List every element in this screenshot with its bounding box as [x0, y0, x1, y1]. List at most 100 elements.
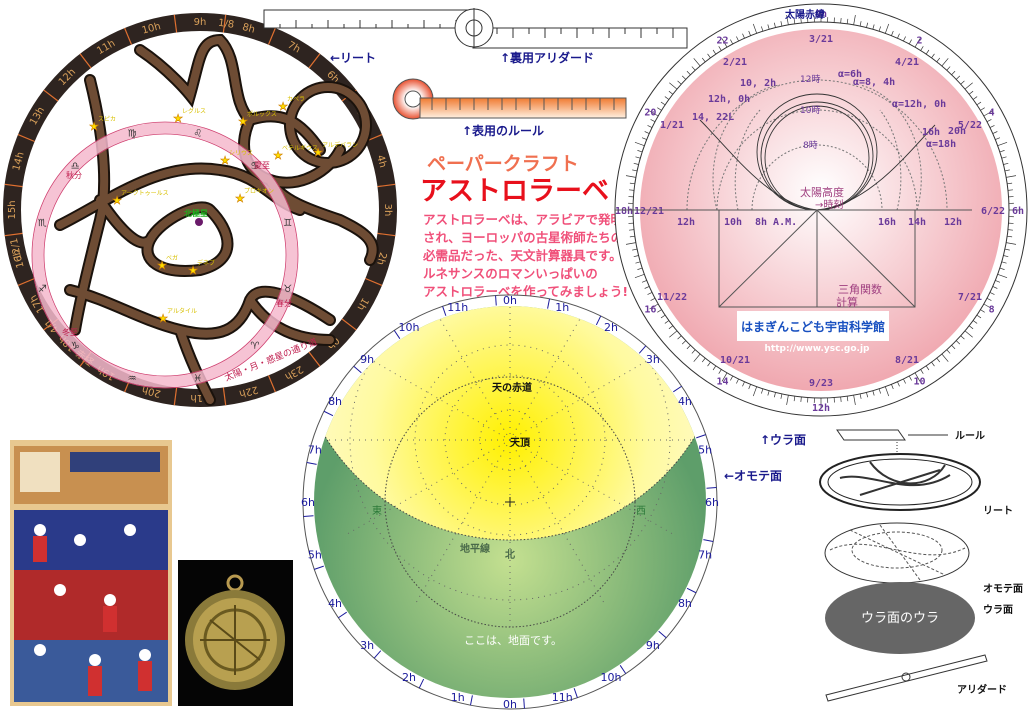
curve-label: 16h: [922, 127, 940, 138]
back-alidade[interactable]: [263, 8, 688, 49]
month-label: 10/21: [720, 355, 750, 366]
degree-tick: [657, 107, 662, 111]
degree-tick: [657, 309, 662, 313]
museum-url[interactable]: http://www.ysc.go.jp: [765, 344, 871, 354]
front-hour-tick: [470, 695, 473, 706]
zodiac-sign: ♌: [193, 128, 202, 139]
degree-tick: [866, 392, 869, 398]
degree-tick: [840, 18, 842, 24]
exploded-rule: [836, 429, 906, 441]
degree-tick: [983, 110, 993, 117]
zodiac-sign: ♏: [38, 218, 47, 229]
zodiac-sign: ♊: [283, 218, 292, 229]
outer-hour-label: 8: [989, 305, 995, 316]
month-label: 11/22: [657, 292, 687, 303]
degree-tick: [908, 375, 912, 381]
front-hour-tick: [373, 650, 382, 659]
degree-tick: [635, 261, 641, 264]
star-icon: ★: [235, 192, 245, 205]
degree-tick: [1001, 261, 1007, 264]
star-name: デネブ: [197, 259, 215, 267]
degree-tick: [1001, 156, 1007, 159]
degree-tick: [1007, 235, 1013, 238]
time-label: →時刻: [815, 198, 843, 211]
degree-tick: [677, 80, 682, 85]
degree-tick: [633, 162, 639, 165]
exploded-rete-label: リート: [983, 505, 1013, 517]
degree-tick: [721, 38, 728, 48]
star-icon: ★: [313, 146, 323, 159]
degree-tick: [995, 280, 1001, 283]
degree-tick: [767, 390, 770, 396]
degree-tick: [625, 242, 636, 245]
degree-tick: [773, 22, 776, 28]
degree-tick: [997, 141, 1008, 147]
altitude-circle: [414, 344, 606, 536]
rete-hour-tick: [173, 14, 178, 33]
degree-tick: [989, 292, 995, 295]
star-name: ポルックス: [247, 110, 277, 118]
description: アストロラーベは、アラビアで発明 され、ヨーロッパの古星術師たちの 必需品だった…: [422, 212, 628, 299]
axis-label: 10h: [724, 217, 742, 228]
altitude-circle: [444, 374, 576, 506]
exploded-back-plate: [825, 582, 975, 654]
exploded-alidade: [825, 654, 988, 702]
degree-tick: [780, 393, 783, 399]
trig-diagonals: [718, 209, 916, 308]
degree-tick: [1004, 169, 1010, 172]
star-name: シリウス: [229, 149, 253, 157]
horizon-label: 地平線: [460, 542, 490, 555]
axis-label: 8h A.M.: [755, 217, 797, 228]
degree-tick: [859, 393, 862, 399]
front-hour-label: 2h: [604, 321, 618, 334]
degree-tick: [914, 38, 921, 48]
degree-tick: [712, 49, 717, 55]
front-face[interactable]: 0h1h2h3h4h5h6h7h8h9h10h11h0h1h2h3h4h5h6h…: [293, 106, 727, 711]
curve-label: 14, 22L: [692, 112, 734, 123]
rete-hour-tick: [308, 53, 321, 69]
front-rule[interactable]: [392, 78, 627, 120]
rule-ticks: [431, 98, 615, 110]
degree-tick: [989, 125, 995, 128]
degree-tick: [736, 378, 739, 384]
front-hour-tick: [547, 298, 550, 309]
front-hour-label: 9h: [360, 353, 374, 366]
month-label: 5/22: [958, 120, 982, 131]
degree-tick: [846, 396, 849, 402]
degree-tick: [634, 141, 645, 147]
hour-circles: [686, 79, 948, 211]
front-hour-label: 8h: [678, 597, 692, 610]
front-hour-label: 1h: [555, 301, 569, 314]
subtitle: ペーパークラフト: [427, 153, 579, 175]
degree-tick: [872, 24, 875, 30]
summer-solstice-label: 夏至: [254, 161, 270, 170]
front-hour-tick: [686, 587, 697, 594]
rete-hour-label: 3h: [382, 204, 393, 217]
star-icon: ★: [158, 312, 168, 325]
degree-tick: [660, 101, 666, 106]
degree-tick: [647, 292, 653, 295]
front-hour-tick: [523, 698, 525, 709]
zenith-label: 天頂: [510, 437, 531, 449]
front-hour-label: 2h: [402, 671, 416, 684]
degree-tick: [884, 386, 890, 397]
degree-tick: [941, 353, 949, 362]
degree-tick: [951, 344, 956, 350]
degree-tick: [936, 357, 941, 363]
star-icon: ★: [173, 112, 183, 125]
degree-tick: [664, 320, 670, 324]
front-hour-tick: [303, 515, 314, 517]
degree-tick: [686, 344, 691, 350]
degree-tick: [669, 82, 678, 90]
front-hour-label: 10h: [601, 671, 622, 684]
degree-tick: [641, 137, 647, 140]
rule-bar: [419, 97, 627, 119]
back-of-back-label: ウラ面のウラ: [861, 611, 939, 626]
curve-label: α=18h: [926, 139, 956, 150]
zodiac-sign: ♍: [128, 128, 137, 139]
degree-tick: [632, 169, 638, 172]
front-hour-label: 4h: [678, 395, 692, 408]
zodiac-sign: ♉: [283, 284, 292, 295]
